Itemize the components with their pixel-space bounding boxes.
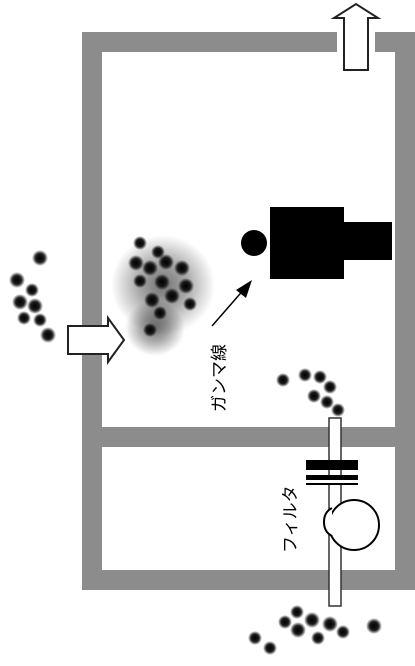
particle [9,272,25,288]
filter-band [306,480,358,483]
particle [276,373,290,387]
particle [142,260,158,276]
left-wall [82,32,102,590]
fan-icon [322,499,380,551]
outside-particles-left [9,250,56,343]
indoor-particle-cloud [111,235,215,356]
particle [144,292,160,308]
particle [128,255,144,271]
particle [278,615,292,629]
particle [12,294,28,310]
gamma-ray-line [211,286,247,327]
particle [320,395,334,409]
particle [143,323,157,337]
bottom-wall-right [340,570,415,590]
particle [27,298,43,314]
filter-label: フィルタ [281,485,301,553]
fan-outlet [322,507,333,537]
particle [304,612,320,628]
particle [322,616,338,632]
right-wall [395,32,415,590]
arrow-right-icon [67,314,126,366]
particle [154,274,170,290]
particle [336,625,350,639]
person-legs [344,222,392,260]
filter-icon [306,460,358,485]
bottom-wall-left [82,570,330,590]
particle [183,297,197,311]
building-walls [82,32,415,590]
particle [313,370,327,384]
particle [40,327,56,343]
gamma-ray-arrow [211,280,252,327]
filter-band [306,460,358,470]
particle [311,631,325,645]
particle [323,380,337,394]
particle [32,250,48,266]
particle [17,311,31,325]
gamma-ray-arrowhead [236,280,252,298]
particle [366,618,382,634]
particle [158,254,174,270]
particle [248,631,262,645]
particle [290,622,306,638]
divider-wall-right [340,427,415,447]
gamma-ray-label: ガンマ線 [210,344,230,412]
arrow-up-icon [330,2,382,71]
divider-wall-left [82,427,330,447]
person-torso [270,207,344,279]
fan-housing [328,499,380,551]
particle [164,288,180,304]
particle [174,260,190,276]
person-head [241,230,267,256]
exhaust-particles-bottom [248,605,382,655]
particle [298,368,312,382]
particle [153,306,167,320]
particle [263,641,277,655]
filter-inlet-particles [276,368,345,417]
particle [307,389,321,403]
particle [33,313,47,327]
particle [290,605,304,619]
particle [178,278,194,294]
particle [133,236,147,250]
particle [331,403,345,417]
particle [25,283,39,297]
person-icon [241,207,392,279]
particle [133,274,147,288]
top-wall-left [82,32,337,52]
